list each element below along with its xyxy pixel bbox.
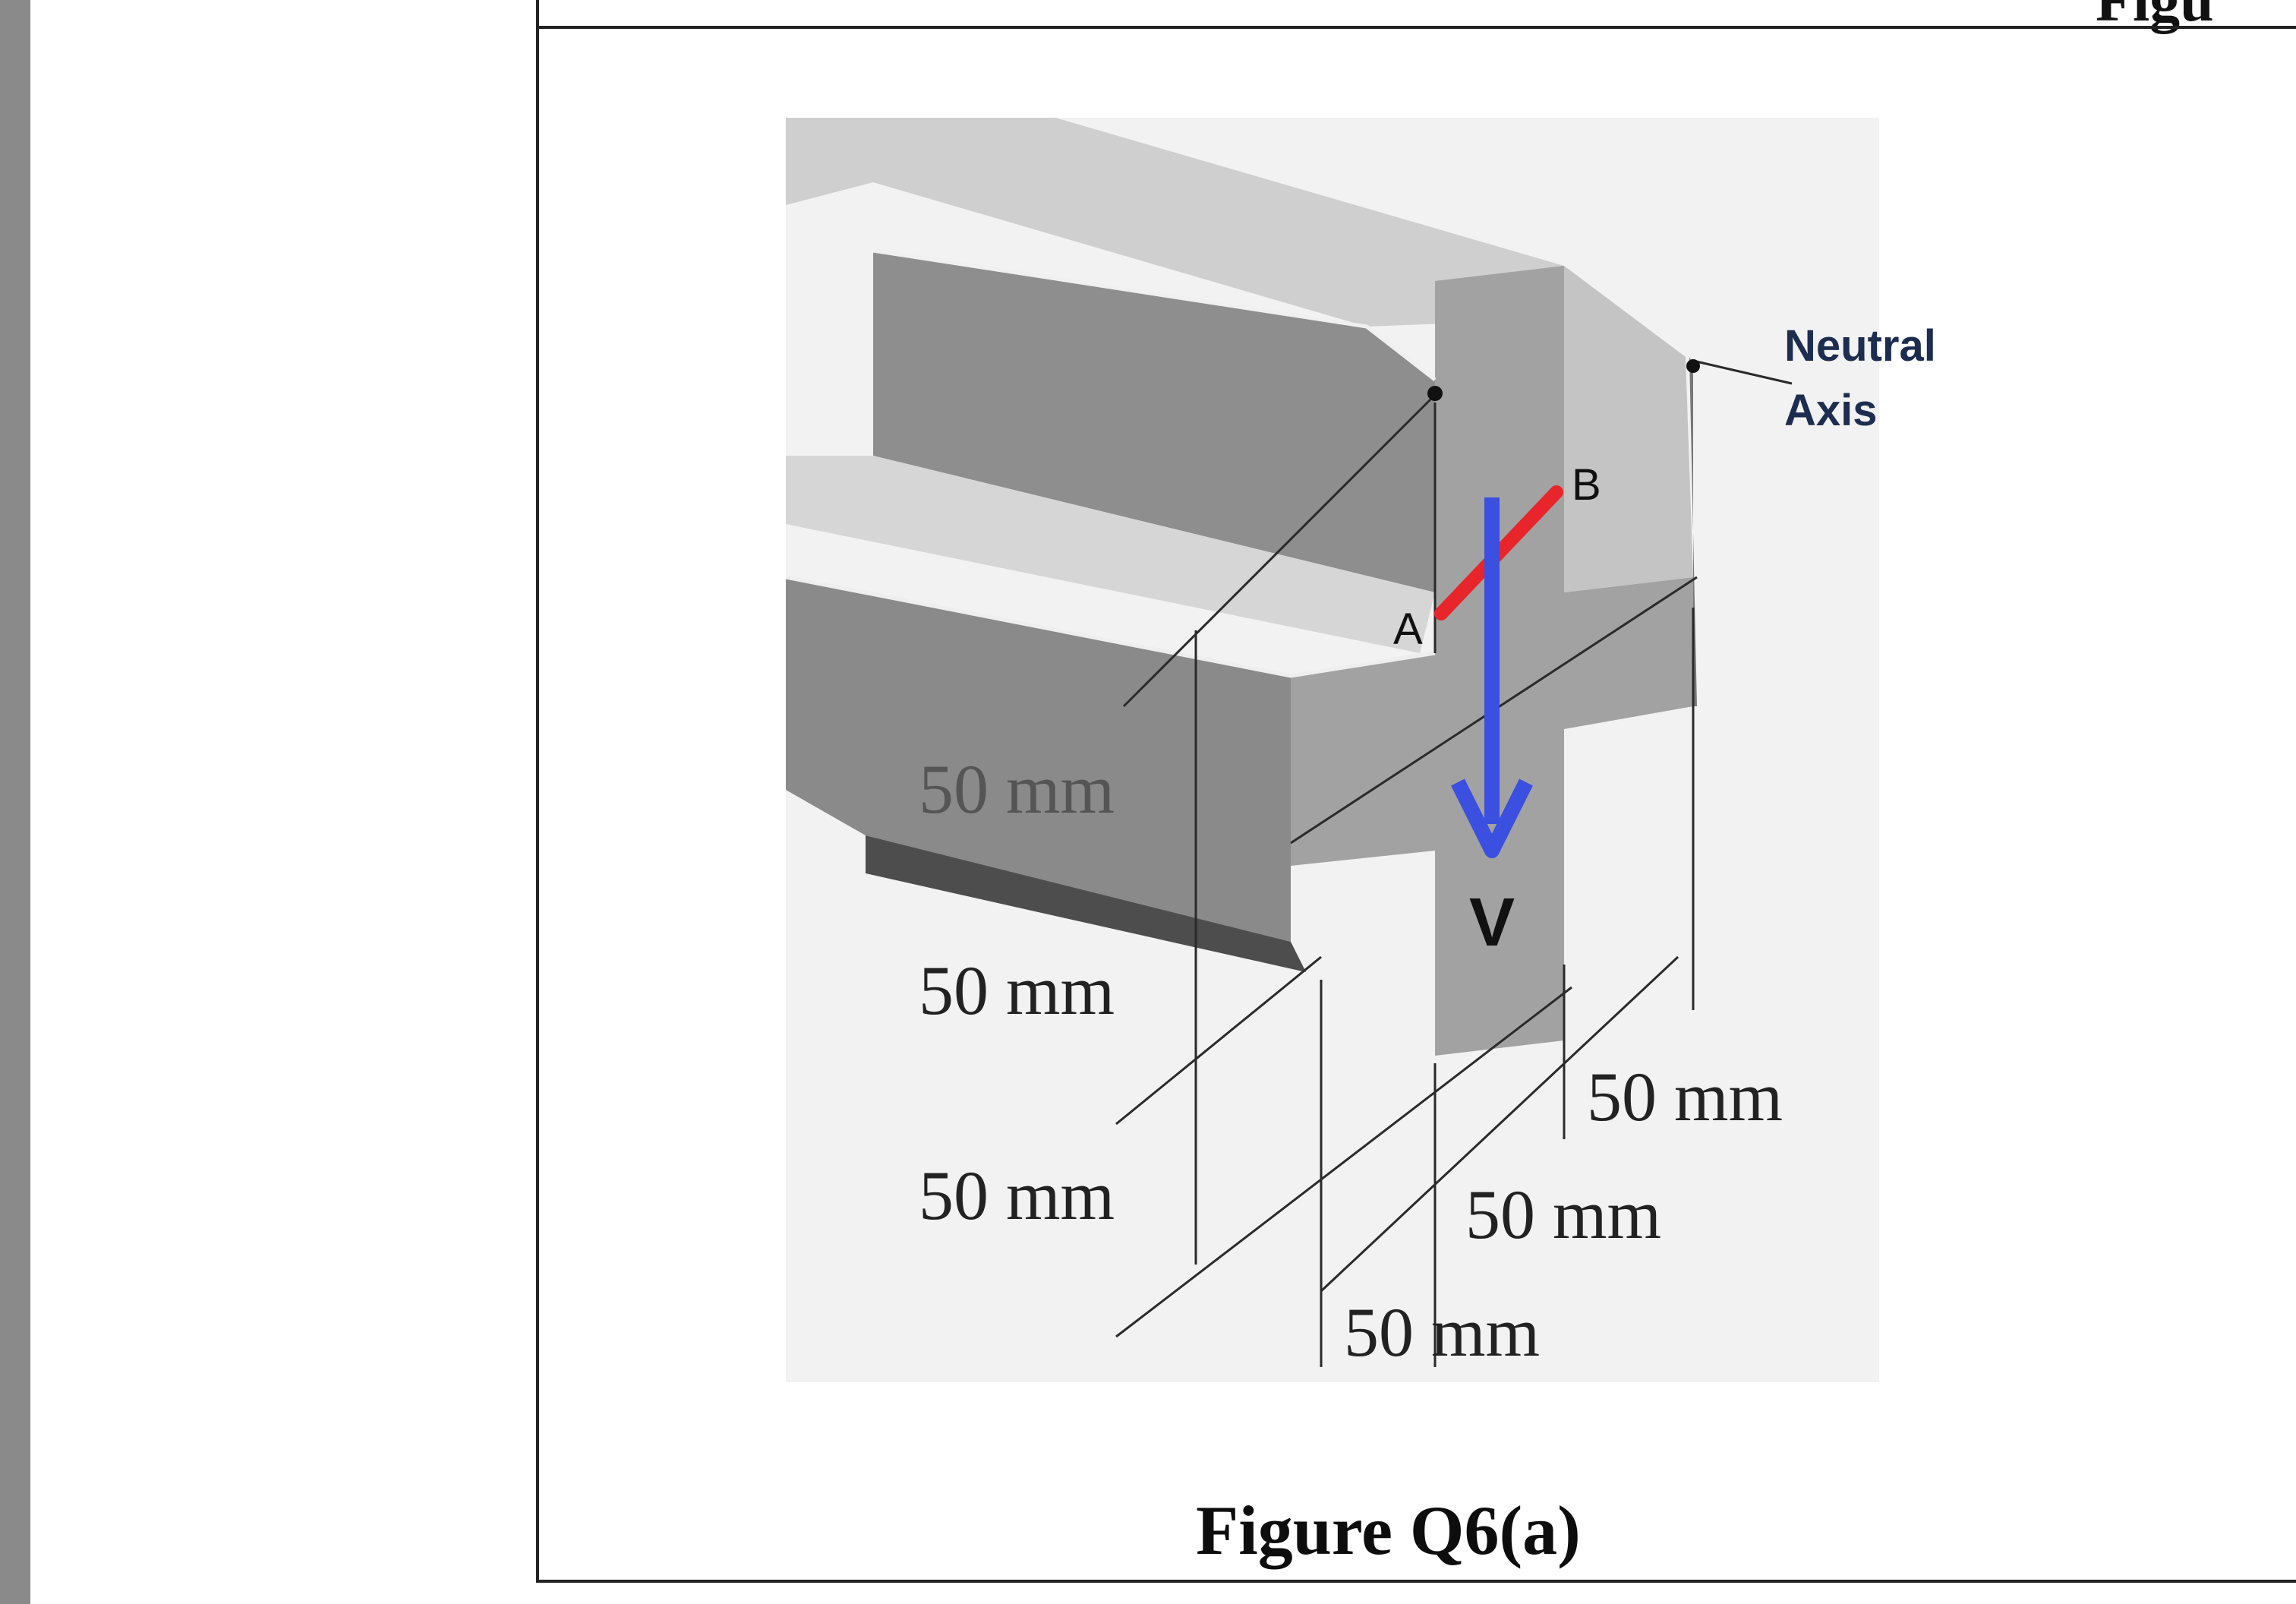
shear-force-arrowhead — [1451, 778, 1533, 858]
right-flange-top-face — [1564, 266, 1693, 592]
dimension-bottom-left: 50 mm — [1344, 1293, 1540, 1371]
dimension-left-bottom: 50 mm — [919, 1157, 1115, 1234]
point-a-label: A — [1393, 605, 1423, 654]
neutral-axis-label-line2: Axis — [1784, 386, 1878, 435]
dimension-bottom-right: 50 mm — [1587, 1058, 1783, 1135]
dimension-left-top: 50 mm — [919, 750, 1115, 828]
dimension-bottom-middle: 50 mm — [1465, 1176, 1661, 1253]
neutral-axis-leader — [1692, 359, 1793, 385]
window-scrollbar-edge — [0, 0, 30, 1604]
edge-highlight — [872, 248, 1437, 381]
middle-flange-top-face — [786, 456, 1435, 653]
previous-table-cell — [536, 0, 2296, 26]
neutral-axis-point — [1686, 359, 1700, 373]
point-b-label: B — [1572, 460, 1601, 510]
right-edge-line — [1689, 357, 1697, 706]
flange-front-left-face — [786, 577, 1291, 942]
figure-frame — [536, 26, 2296, 1583]
figure-caption: Figure Q6(a) — [1196, 1492, 1581, 1569]
edge-highlight — [785, 575, 1436, 678]
top-slab-top-face — [786, 118, 1564, 327]
top-corner-point — [1427, 386, 1443, 401]
dimension-left-middle: 50 mm — [919, 952, 1115, 1029]
shear-force-label: V — [1469, 885, 1515, 961]
upper-flange-side-face — [873, 251, 1435, 592]
neutral-axis-label-line1: Neutral — [1784, 321, 1936, 371]
